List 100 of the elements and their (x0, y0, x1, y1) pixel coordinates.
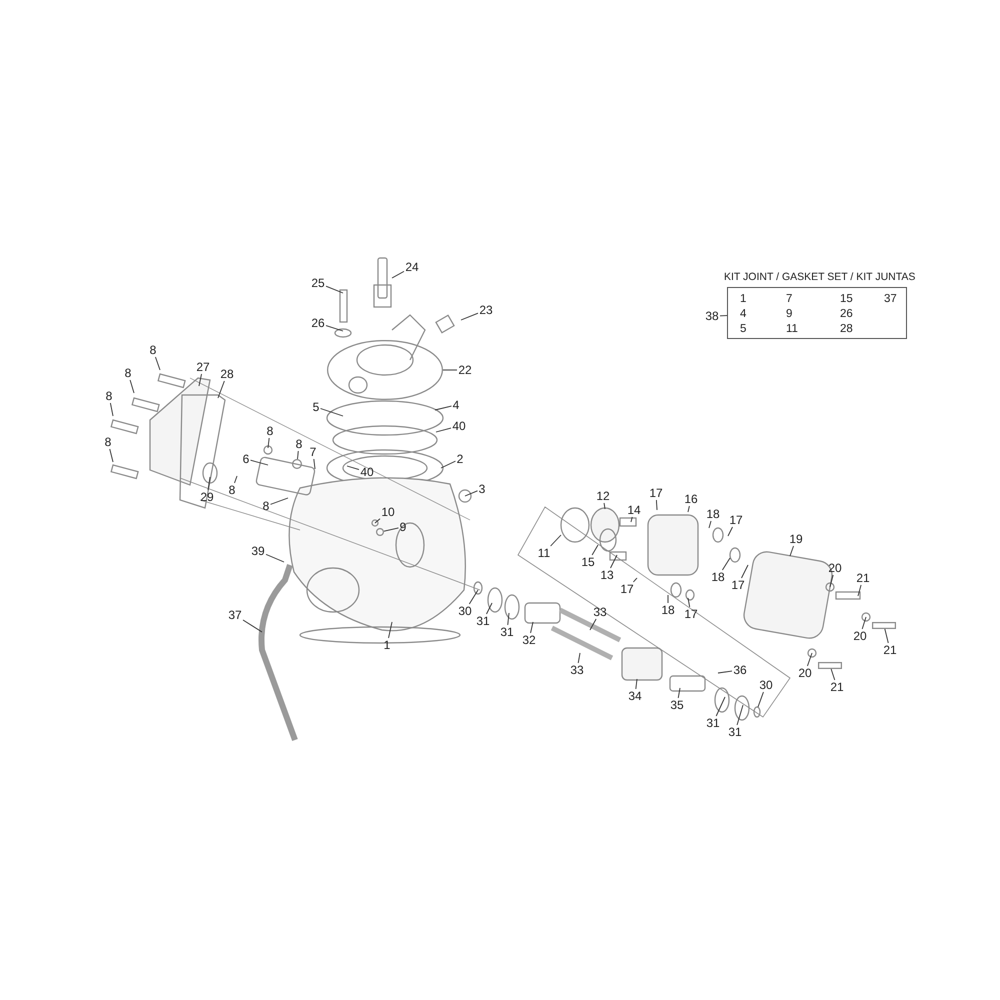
callout-number: 25 (310, 276, 326, 290)
callout-number: 32 (521, 633, 537, 647)
callout-number: 24 (404, 260, 420, 274)
leader-line (388, 622, 392, 638)
leader-line (266, 554, 284, 562)
callout-number: 8 (148, 343, 158, 357)
callout-number: 4 (452, 398, 460, 412)
callout-number: 21 (882, 643, 898, 657)
callout-number: 17 (730, 578, 746, 592)
leader-line (507, 612, 510, 626)
callout-number: 16 (683, 492, 699, 506)
leader-line (830, 574, 834, 588)
table-heading: KIT JOINT / GASKET SET / KIT JUNTAS (724, 270, 916, 284)
leader-line (530, 622, 534, 634)
part-number: 9 (786, 307, 792, 321)
leader-line (464, 490, 478, 496)
callout-number: 8 (124, 366, 132, 380)
leader-line (384, 528, 399, 532)
leader-line (234, 476, 238, 484)
callout-number: 21 (829, 680, 845, 694)
leader-line (884, 628, 889, 644)
leader-line (741, 564, 748, 578)
leader-line (550, 534, 562, 546)
leader-line (716, 696, 726, 716)
part-number: 11 (786, 322, 798, 336)
leader-line (270, 498, 288, 505)
part-number: 28 (840, 322, 853, 336)
callout-number: 31 (475, 614, 491, 628)
leader-line (460, 312, 478, 320)
leader-line (468, 590, 478, 604)
part-number: 15 (840, 292, 853, 306)
leader-line (130, 380, 134, 394)
callout-number: 5 (312, 400, 320, 414)
leader-line (635, 678, 638, 690)
leader-line (728, 526, 733, 536)
callout-number: 9 (398, 520, 408, 534)
leader-line (326, 325, 344, 332)
leader-line (198, 374, 202, 386)
leader-line (862, 616, 866, 630)
cylinder-head-drawing (327, 340, 443, 400)
callout-number: 20 (852, 629, 868, 643)
leader-line (722, 558, 730, 570)
bolt-drawing (818, 662, 842, 669)
leader-line (109, 448, 114, 462)
leader-line (592, 544, 598, 556)
leader-line (590, 618, 597, 630)
leader-line (604, 502, 606, 510)
callout-number: 18 (705, 507, 721, 521)
callout-number: 20 (827, 561, 843, 575)
leader-line (218, 380, 225, 398)
washer-drawing (376, 528, 384, 536)
callout-number: 40 (451, 419, 467, 433)
leader-line (630, 516, 633, 522)
callout-number: 26 (310, 316, 326, 330)
callout-number: 33 (569, 663, 585, 677)
leader-line (678, 688, 680, 698)
leader-line (297, 450, 299, 460)
callout-number: 11 (536, 546, 552, 560)
part-number: 37 (884, 292, 897, 306)
callout-number: 31 (499, 625, 515, 639)
callout-number: 3 (478, 482, 486, 496)
part-number: 5 (740, 322, 746, 336)
leader-line (208, 476, 210, 490)
callout-number: 23 (478, 303, 494, 317)
leader-line (610, 554, 618, 568)
callout-number: 37 (227, 608, 243, 622)
callout-number: 15 (580, 555, 596, 569)
callout-number: 18 (710, 570, 726, 584)
callout-number: 33 (592, 605, 608, 619)
callout-number: 14 (626, 503, 642, 517)
callout-number: 1 (382, 638, 392, 652)
leader-line (632, 578, 638, 582)
callout-number: 29 (199, 490, 215, 504)
leader-line (720, 315, 728, 316)
callout-number: 17 (683, 607, 699, 621)
callout-number: 17 (728, 513, 744, 527)
leader-line (858, 584, 862, 596)
callout-number: 8 (262, 499, 270, 513)
bolt-drawing (872, 622, 896, 629)
washer-drawing (292, 459, 302, 469)
callout-number: 12 (595, 489, 611, 503)
callout-number: 38 (704, 309, 720, 323)
leader-line (758, 692, 764, 708)
callout-number: 27 (195, 360, 211, 374)
callout-number: 22 (457, 363, 473, 377)
part-number: 1 (740, 292, 746, 306)
callout-number: 21 (855, 571, 871, 585)
callout-number: 8 (104, 435, 112, 449)
callout-number: 40 (359, 465, 375, 479)
callout-number: 13 (599, 568, 615, 582)
callout-number: 34 (627, 689, 643, 703)
part-number: 26 (840, 307, 853, 321)
leader-line (374, 518, 380, 524)
callout-number: 30 (758, 678, 774, 692)
leader-line (242, 620, 262, 632)
leader-line (736, 704, 744, 726)
leader-line (392, 270, 404, 278)
callout-number: 2 (456, 452, 464, 466)
leader-line (807, 652, 812, 666)
callout-number: 31 (727, 725, 743, 739)
